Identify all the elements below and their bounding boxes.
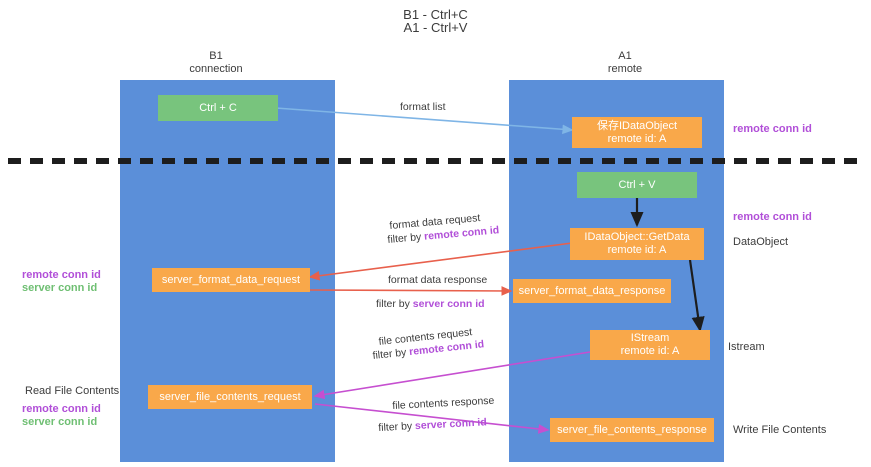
title-line-1: B1 - Ctrl+C [403,7,468,22]
column-header-b1-line2: connection [189,63,243,75]
node-server-file-contents-request-label: server_file_contents_request [159,390,301,403]
caption-write-file-contents: Write File Contents [733,424,827,436]
node-server-format-data-response-label: server_format_data_response [518,284,666,297]
node-store-idataobject-line1: 保存IDataObject [596,119,678,132]
column-header-a1-line1: A1 [618,50,632,62]
title-line-2: A1 - Ctrl+V [403,20,468,35]
node-ctrl-v-label: Ctrl + V [618,178,656,191]
caption-left-remote-conn-id: remote conn id [22,269,101,281]
node-ctrl-c[interactable]: Ctrl + C [158,95,278,121]
caption-left-remote-conn-id-2: remote conn id [22,403,101,415]
column-header-b1: B1 connection [153,50,279,76]
node-server-format-data-request-label: server_format_data_request [161,273,301,286]
node-istream-line1: IStream [630,332,670,344]
edge-filter-format-data-response: filter by server conn id [376,298,485,311]
edge-filter-prefix-2: filter by [376,298,413,310]
node-server-file-contents-request[interactable]: server_file_contents_request [148,385,312,409]
column-header-a1: A1 remote [562,50,688,76]
caption-read-file-contents: Read File Contents [25,385,120,397]
column-header-a1-line2: remote [607,63,643,75]
node-ctrl-v[interactable]: Ctrl + V [577,172,697,198]
node-server-format-data-request[interactable]: server_format_data_request [152,268,310,292]
caption-istream: Istream [728,341,765,353]
node-istream-line2: remote id: A [620,345,680,357]
node-server-file-contents-response-label: server_file_contents_response [557,423,707,436]
edge-filter-file-contents-response: filter by server conn id [378,416,487,435]
edge-filter-prefix-4: filter by [378,420,416,434]
caption-dataobject: DataObject [733,236,789,248]
node-server-file-contents-response[interactable]: server_file_contents_response [550,418,714,442]
edge-label-format-data-response: format data response [388,274,488,286]
edge-filter-prefix-3: filter by [372,346,410,362]
caption-left-server-conn-id: server conn id [22,282,98,294]
node-getdata-line1: IDataObject::GetData [584,231,690,243]
column-header-b1-line1: B1 [209,50,223,62]
edge-filter-key-2: server conn id [412,298,485,310]
node-server-format-data-response[interactable]: server_format_data_response [513,279,671,303]
caption-left-server-conn-id-2: server conn id [22,416,98,428]
node-istream[interactable]: IStream remote id: A [590,330,710,360]
edge-filter-prefix-1: filter by [387,230,425,246]
node-ctrl-c-label: Ctrl + C [199,101,237,114]
caption-remote-conn-id-top: remote conn id [733,123,812,135]
edge-filter-key-4: server conn id [414,416,488,433]
edge-label-format-list: format list [400,101,446,113]
node-store-idataobject[interactable]: 保存IDataObject remote id: A [572,117,702,148]
node-getdata-line2: remote id: A [607,244,667,256]
edge-label-file-contents-response: file contents response [392,394,495,412]
page-title: B1 - Ctrl+C A1 - Ctrl+V [0,8,871,34]
node-store-idataobject-line2: remote id: A [607,132,667,145]
caption-remote-conn-id-mid: remote conn id [733,211,812,223]
node-idataobject-getdata[interactable]: IDataObject::GetData remote id: A [570,228,704,260]
